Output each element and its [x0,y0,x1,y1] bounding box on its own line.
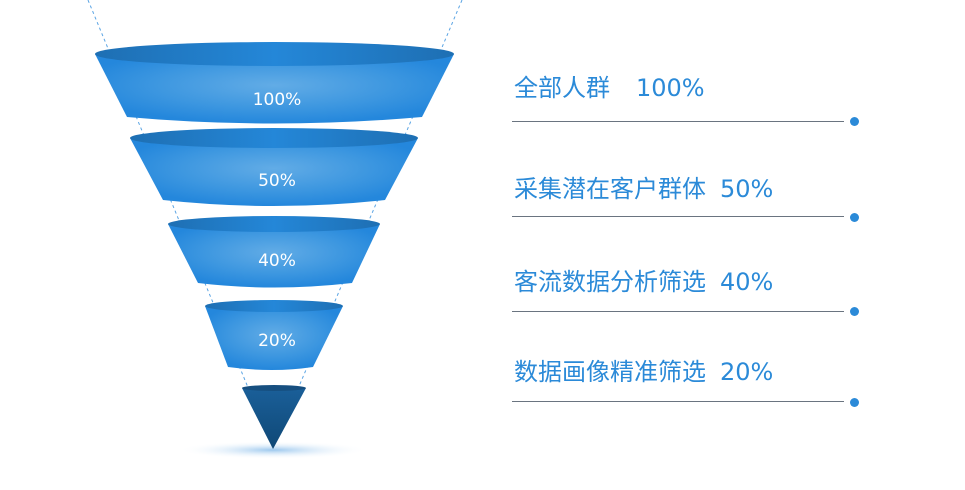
segment-label: 100% [253,90,302,110]
stage-name: 全部人群 [514,74,610,102]
segment-1: 100% [95,42,454,124]
divider [512,401,844,402]
divider [512,121,844,122]
segment-4: 20% [205,300,343,370]
segment-label: 20% [258,331,296,351]
stage-percent: 20% [720,358,774,386]
stage-percent: 40% [720,268,774,296]
dot-marker [850,117,859,126]
stage-name: 采集潜在客户群体 [514,175,706,203]
segment-3: 40% [168,216,380,288]
stage-percent: 50% [720,175,774,203]
funnel-tip [242,385,306,449]
dot-marker [850,213,859,222]
ground-shadow [178,441,368,459]
stage-name: 客流数据分析筛选 [514,268,706,296]
stage-percent: 100% [636,74,705,102]
segment-2: 50% [130,128,418,206]
divider [512,216,844,217]
dot-marker [850,398,859,407]
segment-label: 40% [258,251,296,271]
segment-label: 50% [258,171,296,191]
stage-name: 数据画像精准筛选 [514,358,706,386]
divider [512,311,844,312]
dot-marker [850,307,859,316]
